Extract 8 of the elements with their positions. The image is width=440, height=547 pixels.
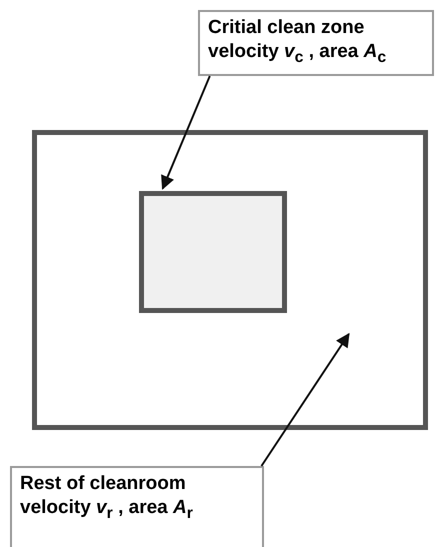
leader-arrow (161, 76, 211, 190)
callout-text: Rest of cleanroom velocity v$_{r}$ , area A$_{r}$ (20, 472, 194, 524)
callout-text: Critial clean zone velocity v$_{c}$ , area A$_{c}$ (208, 16, 388, 68)
callout-box (10, 466, 264, 547)
leader-arrow (260, 332, 350, 467)
zone-outline (139, 191, 287, 313)
room-outline (32, 130, 428, 430)
callout-box (198, 10, 434, 76)
